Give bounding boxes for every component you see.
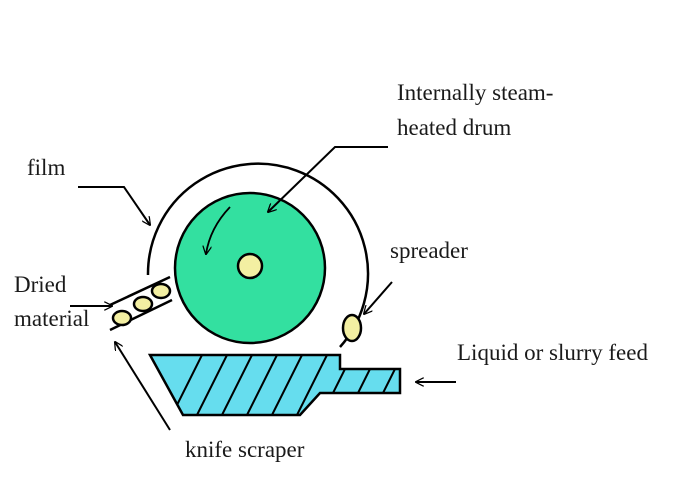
spreader-arrow-icon — [364, 281, 393, 314]
dried-label-line1: Dried — [14, 272, 67, 297]
dried-material-chute — [109, 275, 173, 332]
feed-label: Liquid or slurry feed — [457, 340, 648, 365]
spreader-roller — [341, 313, 363, 343]
dried-label-line2: material — [14, 306, 89, 331]
drum-label-line2: heated drum — [397, 115, 511, 140]
scraper-label: knife scraper — [185, 437, 305, 462]
film-label: film — [27, 155, 65, 180]
drum-arrow-icon — [268, 146, 388, 212]
feed-trough — [147, 353, 402, 417]
rotation-arrow-icon — [206, 206, 231, 254]
film-ring — [146, 162, 370, 348]
spreader-label: spreader — [390, 238, 468, 263]
drum-label-line1: Internally steam- — [397, 80, 553, 105]
film-arrow-icon — [78, 186, 150, 225]
scraper-arrow-icon — [115, 342, 171, 431]
drum-axle — [236, 252, 264, 280]
